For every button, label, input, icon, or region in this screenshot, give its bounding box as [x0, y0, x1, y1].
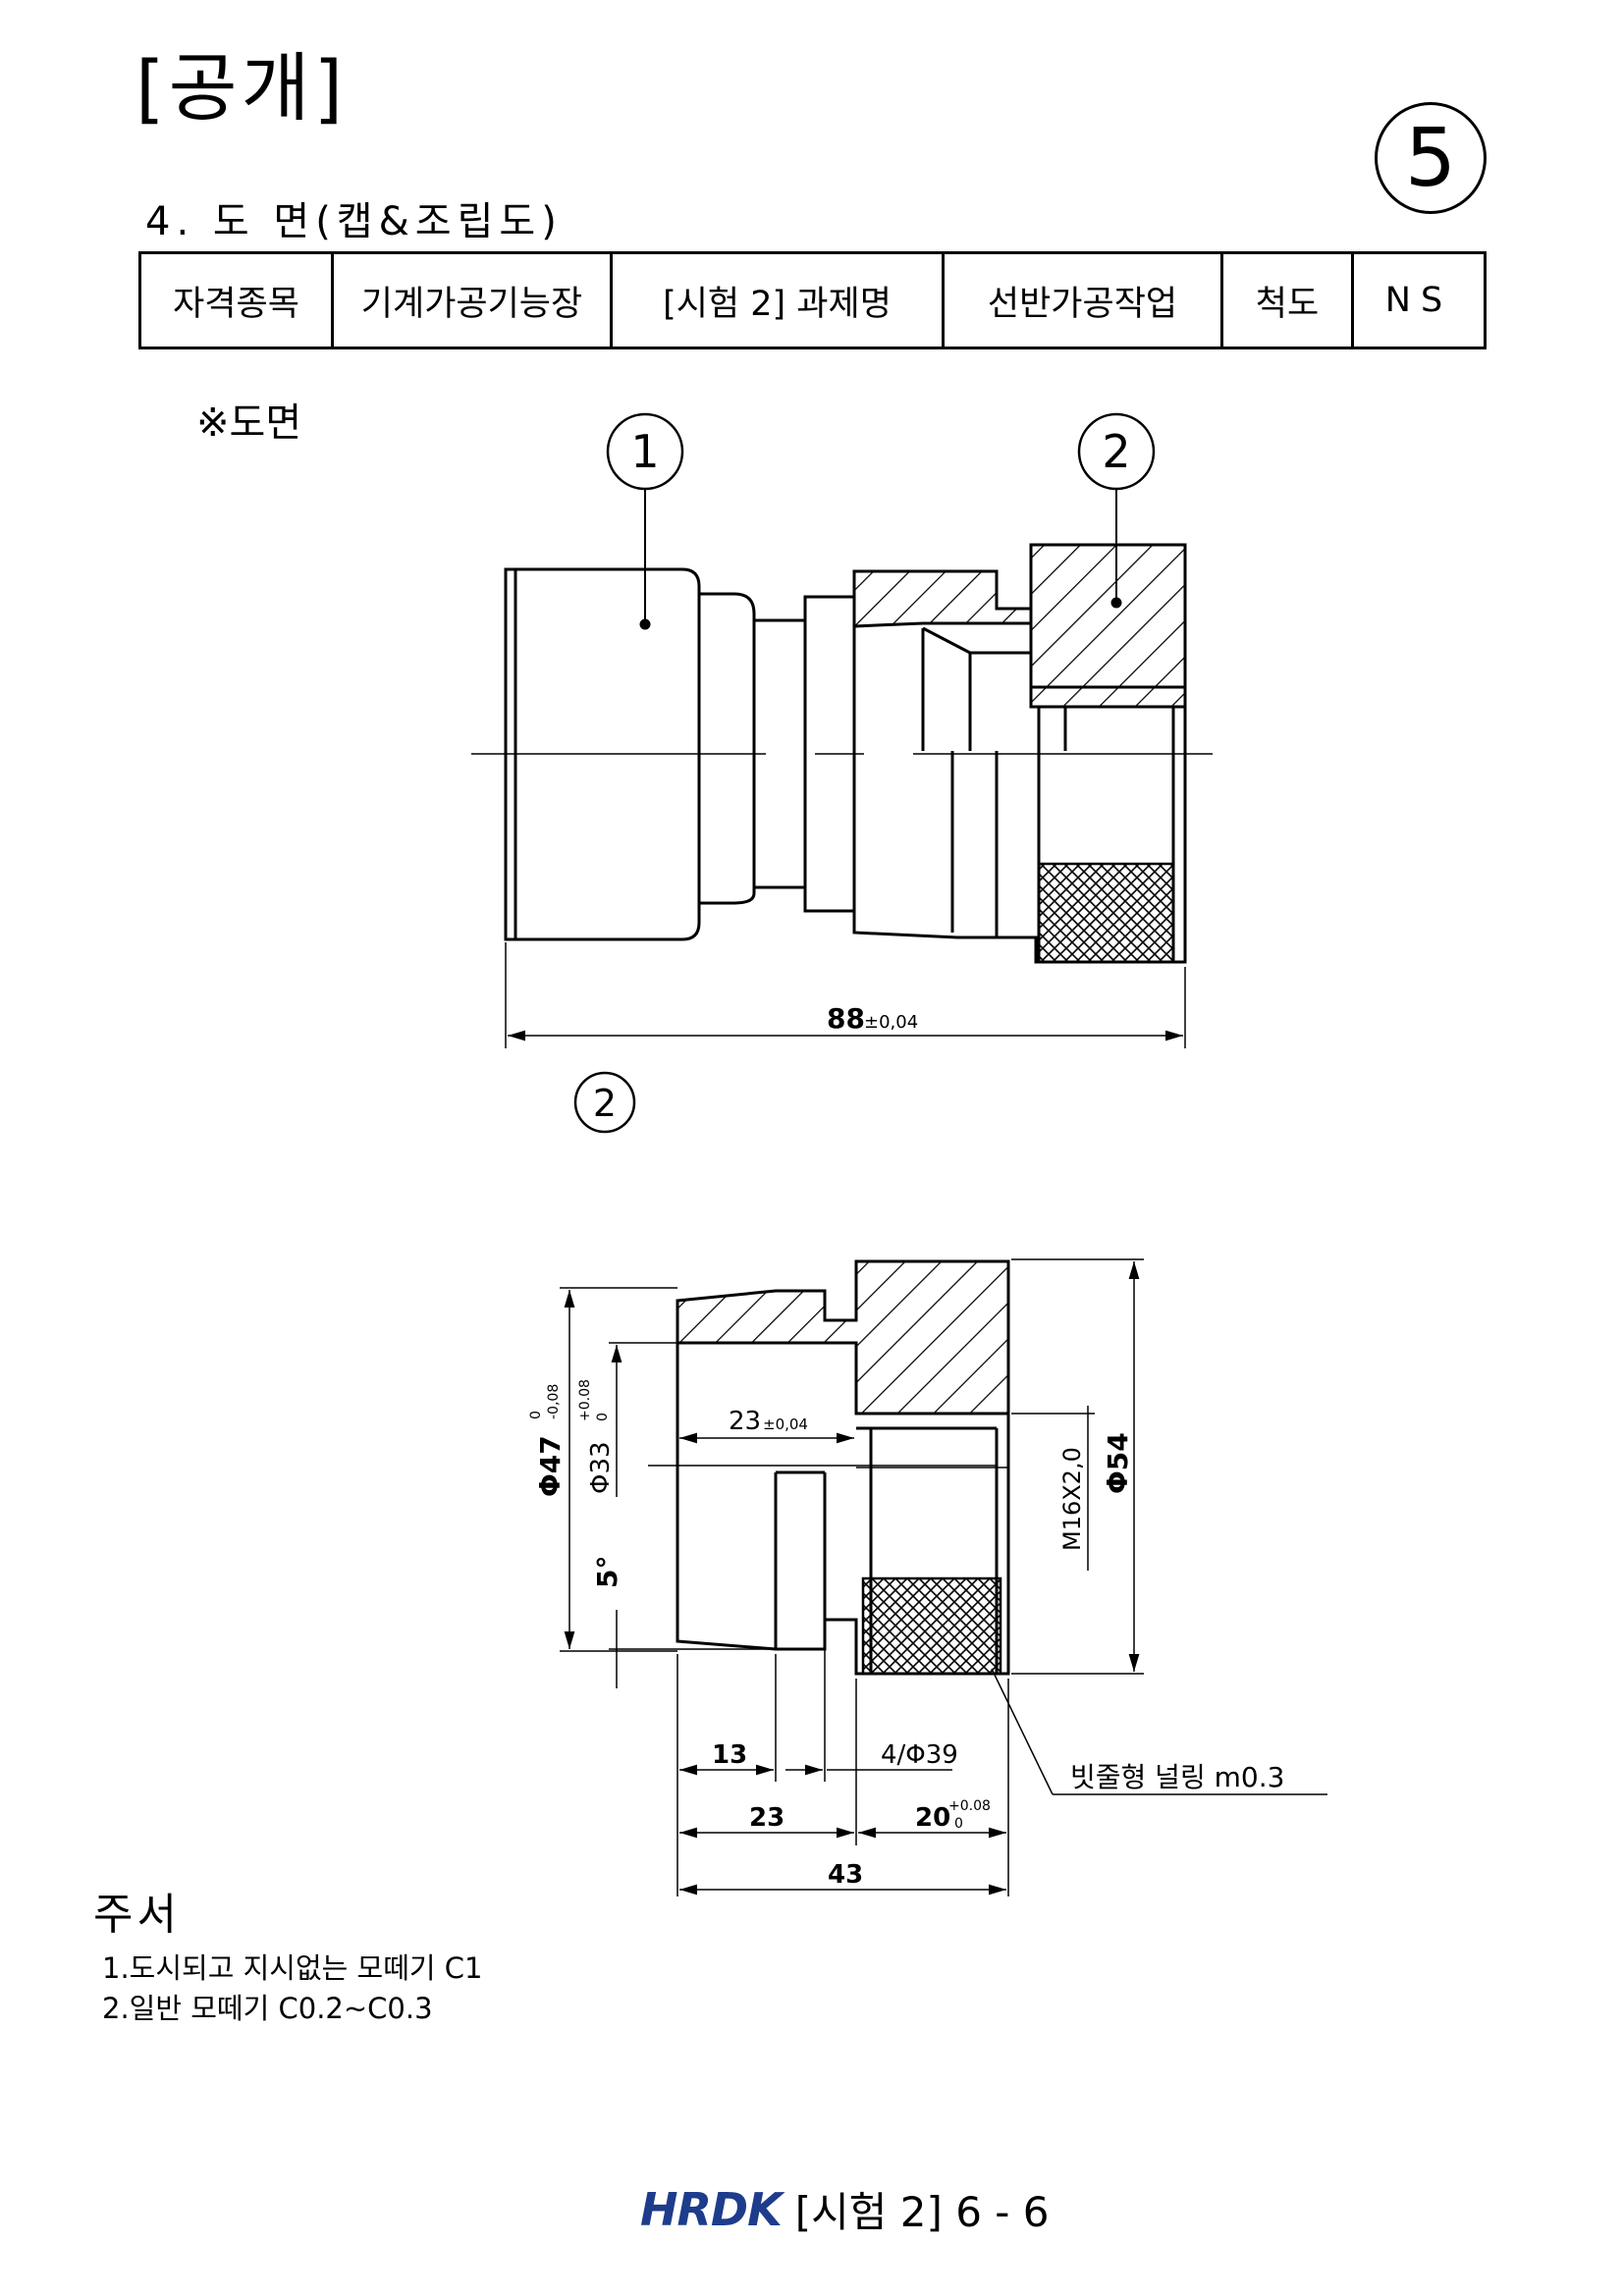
dim-23-depth: 23 — [729, 1407, 761, 1436]
dim-5-degree: 5° — [591, 1556, 623, 1588]
overall-length-tolerance: ±0,04 — [864, 1012, 918, 1033]
dim-43: 43 — [828, 1860, 863, 1890]
page-marker-number: 5 — [1404, 111, 1457, 205]
dim-groove: 4/Φ39 — [881, 1740, 958, 1770]
assembly-view — [471, 412, 1213, 1048]
dim-20-tol-lower: 0 — [954, 1816, 963, 1832]
disclosure-label: [공개] — [135, 44, 348, 132]
scale-value: NS — [1351, 251, 1487, 349]
qualification-value: 기계가공기능장 — [331, 251, 613, 349]
dim-thread-m16: M16X2,0 — [1058, 1447, 1086, 1551]
dim-13: 13 — [712, 1740, 747, 1770]
dim-phi47-tol-upper: 0 — [528, 1411, 544, 1419]
task-value: 선반가공작업 — [942, 251, 1223, 349]
dim-20: 20 — [915, 1803, 950, 1833]
qualification-label: 자격종목 — [138, 251, 334, 349]
footer: HRDK [시험 2] 6 - 6 — [640, 2179, 1050, 2239]
dim-phi47: Φ47 — [534, 1435, 567, 1497]
dim-23-depth-tol: ±0,04 — [763, 1415, 808, 1433]
drawing-heading: ※도면 — [196, 400, 302, 446]
part-balloon-text: 2 — [593, 1082, 617, 1125]
scale-label: 척도 — [1220, 251, 1354, 349]
overall-length-value: 88 — [827, 1002, 865, 1035]
info-table: 자격종목 기계가공기능장 [시험 2] 과제명 선반가공작업 척도 NS — [138, 251, 1487, 349]
dim-phi47-tol-lower: -0,08 — [546, 1384, 562, 1419]
footer-page-label: [시험 2] 6 - 6 — [794, 2188, 1050, 2236]
section-title: 4. 도 면(캡&조립도) — [145, 199, 563, 244]
knurl-note: 빗줄형 널링 m0.3 — [1070, 1761, 1284, 1793]
note-item: 1.도시되고 지시없는 모떼기 C1 — [102, 1951, 483, 1985]
notes-title: 주서 — [93, 1890, 181, 1940]
dim-phi54: Φ54 — [1102, 1432, 1134, 1494]
dim-23: 23 — [749, 1803, 784, 1833]
part-detail-view — [560, 1258, 1327, 1896]
page-marker-circle: 5 — [1375, 102, 1487, 214]
exam-label: [시험 2] 과제명 — [610, 251, 945, 349]
dim-phi33-tol-upper: +0.08 — [577, 1379, 593, 1421]
dim-20-tol-upper: +0.08 — [948, 1798, 991, 1814]
dim-phi33-tol-lower: 0 — [595, 1413, 611, 1421]
assembly-balloon-1-text: 1 — [630, 425, 659, 478]
assembly-balloon-2-text: 2 — [1102, 425, 1130, 478]
hrdk-logo: HRDK — [640, 2182, 783, 2236]
dim-phi33: Φ33 — [586, 1441, 616, 1494]
note-item: 2.일반 모떼기 C0.2~C0.3 — [102, 1992, 433, 2025]
part-balloon — [573, 1071, 636, 1134]
